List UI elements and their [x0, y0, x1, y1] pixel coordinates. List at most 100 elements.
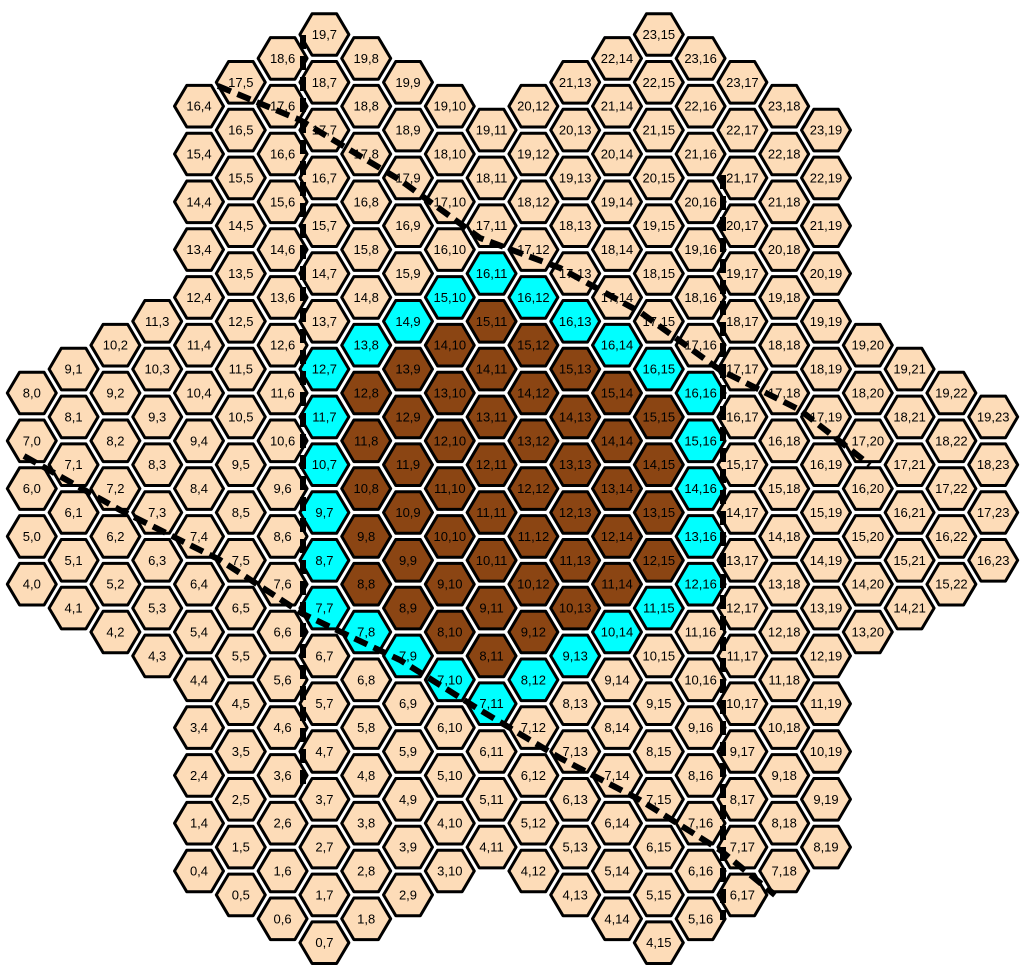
hex-label: 2,7 [315, 840, 333, 855]
hex-cell: 9,15 [634, 683, 683, 725]
hex-label: 15,9 [395, 266, 420, 281]
hex-label: 17,21 [893, 457, 926, 472]
hex-label: 11,19 [810, 696, 842, 711]
hex-cell: 16,21 [885, 492, 934, 534]
hex-label: 1,8 [357, 911, 375, 926]
hex-label: 23,19 [810, 123, 843, 138]
hex-label: 13,7 [312, 314, 337, 329]
hex-cell: 4,2 [91, 611, 140, 653]
hex-label: 22,14 [601, 51, 634, 66]
hex-cell: 12,7 [300, 348, 349, 390]
hex-label: 9,4 [190, 433, 208, 448]
hex-cell: 14,4 [175, 181, 224, 223]
hex-cell: 17,21 [885, 444, 934, 486]
hex-label: 8,10 [437, 625, 462, 640]
hex-label: 16,16 [684, 386, 717, 401]
hex-cell: 6,11 [467, 731, 516, 773]
hex-cell: 14,16 [676, 468, 725, 510]
hex-cell: 12,19 [802, 635, 851, 677]
hex-cell: 5,3 [133, 587, 182, 629]
hex-cell: 6,2 [91, 516, 140, 558]
hex-label: 15,21 [893, 553, 926, 568]
hex-label: 14,6 [270, 242, 295, 257]
hex-cell: 14,5 [216, 205, 265, 247]
hex-label: 3,5 [232, 744, 250, 759]
hex-label: 8,8 [357, 577, 375, 592]
hex-label: 10,2 [103, 338, 128, 353]
hex-cell: 14,9 [384, 301, 433, 343]
hex-cell: 16,20 [843, 468, 892, 510]
hex-label: 4,14 [604, 911, 629, 926]
hex-cell: 5,7 [300, 683, 349, 725]
hex-label: 2,6 [274, 816, 292, 831]
hex-label: 5,7 [315, 696, 333, 711]
hex-label: 5,14 [604, 864, 629, 879]
hex-cell: 0,4 [175, 850, 224, 892]
hex-label: 9,11 [479, 601, 503, 616]
hex-cell: 20,18 [760, 229, 809, 271]
hex-label: 23,17 [726, 75, 759, 90]
hex-cell: 6,5 [216, 587, 265, 629]
hex-cell: 18,6 [258, 38, 307, 80]
hex-cell: 9,5 [216, 444, 265, 486]
hex-label: 8,5 [232, 505, 250, 520]
hex-cell: 5,9 [384, 731, 433, 773]
hex-cell: 14,8 [342, 277, 391, 319]
hex-cell: 6,9 [384, 683, 433, 725]
hex-cell: 10,15 [634, 635, 683, 677]
hex-label: 6,9 [399, 696, 417, 711]
hex-cell: 15,10 [425, 277, 474, 319]
hex-label: 7,16 [688, 816, 713, 831]
hex-label: 12,18 [768, 625, 801, 640]
hex-label: 10,15 [643, 648, 676, 663]
hex-label: 10,11 [476, 553, 508, 568]
hex-cell: 0,6 [258, 898, 307, 940]
hex-label: 19,18 [768, 290, 801, 305]
hex-cell: 19,11 [467, 109, 516, 151]
hex-cell: 9,18 [760, 755, 809, 797]
hex-label: 1,4 [190, 816, 208, 831]
hex-cell: 6,7 [300, 635, 349, 677]
hex-cell: 15,19 [802, 492, 851, 534]
hex-cell: 16,10 [425, 229, 474, 271]
hex-cell: 5,8 [342, 707, 391, 749]
hex-label: 10,12 [517, 577, 550, 592]
hex-cell: 4,4 [175, 659, 224, 701]
hex-cell: 9,2 [91, 372, 140, 414]
hex-label: 16,10 [434, 242, 467, 257]
hex-cell: 10,16 [676, 659, 725, 701]
hex-label: 10,16 [684, 672, 717, 687]
hex-cell: 4,0 [7, 563, 56, 605]
hex-cell: 9,12 [509, 611, 558, 653]
hex-cell: 21,16 [676, 133, 725, 175]
hex-cell: 16,5 [216, 109, 265, 151]
hex-label: 15,16 [684, 433, 717, 448]
hex-label: 5,5 [232, 648, 250, 663]
hex-label: 10,6 [270, 433, 295, 448]
hex-cell: 11,18 [760, 659, 809, 701]
hex-cell: 15,11 [467, 301, 516, 343]
hex-cell: 5,0 [7, 516, 56, 558]
hex-cell: 4,15 [634, 922, 683, 964]
hex-cell: 12,13 [551, 492, 600, 534]
hex-label: 13,10 [434, 386, 467, 401]
hex-cell: 15,5 [216, 157, 265, 199]
hex-cell: 23,19 [802, 109, 851, 151]
hex-label: 9,13 [563, 648, 588, 663]
hex-label: 15,12 [517, 338, 550, 353]
hex-label: 4,8 [357, 768, 375, 783]
hex-label: 15,10 [434, 290, 467, 305]
hex-cell: 10,10 [425, 516, 474, 558]
hex-label: 21,15 [643, 123, 676, 138]
hex-label: 15,7 [312, 218, 337, 233]
hex-label: 11,9 [396, 457, 420, 472]
hex-cell: 4,7 [300, 731, 349, 773]
hex-cell: 5,1 [49, 540, 98, 582]
hex-cell: 16,19 [802, 444, 851, 486]
hex-cell: 8,1 [49, 396, 98, 438]
hex-cell: 16,4 [175, 85, 224, 127]
hex-label: 19,20 [852, 338, 885, 353]
hex-cell: 8,16 [676, 755, 725, 797]
hex-label: 12,17 [726, 601, 759, 616]
